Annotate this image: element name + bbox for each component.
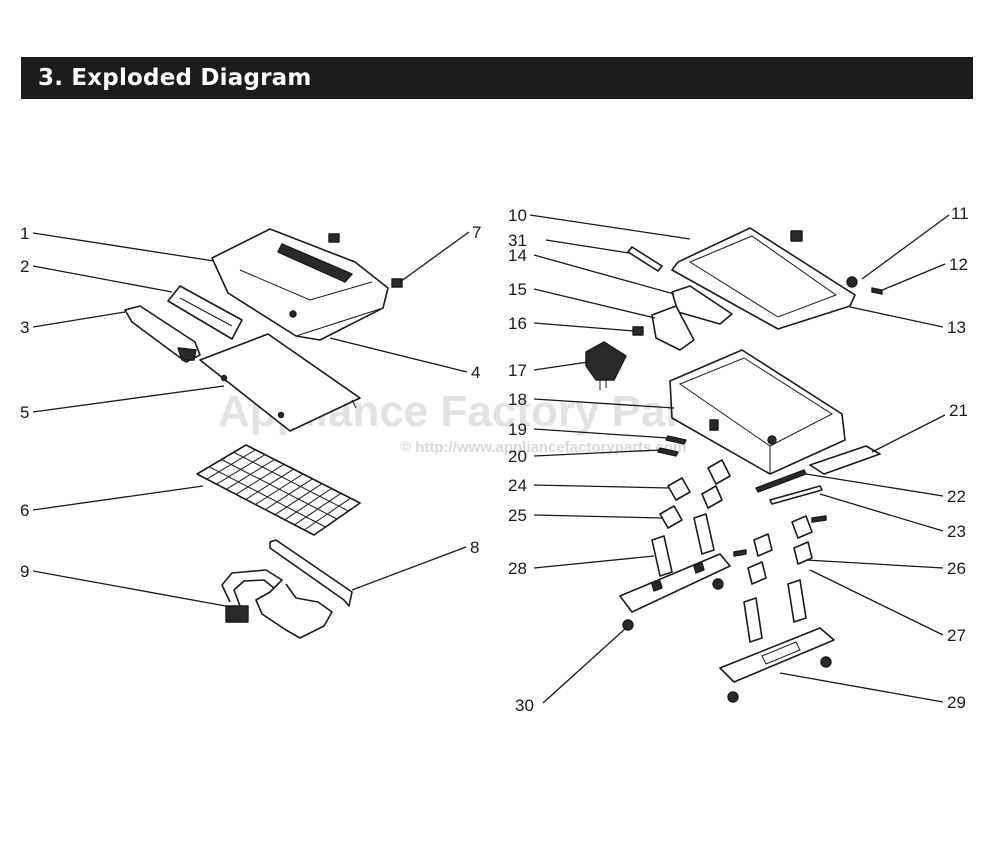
part-bezel	[651, 305, 695, 351]
part-tube-4	[787, 579, 807, 623]
part-tube-2	[693, 513, 715, 555]
callout-24: 24	[508, 476, 527, 495]
part-leg-bracket-3	[701, 485, 723, 509]
part-rubber-foot-4	[727, 691, 739, 703]
part-lid	[211, 228, 389, 341]
part-tube-3	[743, 597, 763, 643]
callout-7: 7	[472, 223, 481, 242]
callout-28: 28	[508, 559, 527, 578]
callout-10: 10	[508, 206, 527, 225]
callout-26: 26	[947, 559, 966, 578]
callout-11: 11	[951, 204, 969, 223]
section-header-bar: 3. Exploded Diagram	[21, 57, 973, 99]
part-tube	[651, 535, 673, 577]
callout-25: 25	[508, 506, 527, 525]
part-rubber-foot-3	[820, 656, 832, 668]
callout-20: 20	[508, 447, 527, 466]
callout-16: 16	[508, 314, 527, 333]
part-drip-tray	[809, 445, 881, 475]
callout-18: 18	[508, 390, 527, 409]
callout-23: 23	[947, 522, 966, 541]
callout-30: 30	[515, 696, 534, 715]
part-latch	[391, 278, 403, 288]
callout-19: 19	[508, 420, 527, 439]
part-rubber-foot	[622, 619, 634, 631]
part-knob	[632, 326, 644, 336]
part-leg-bracket-6	[753, 533, 773, 557]
callout-12: 12	[949, 255, 968, 274]
part-leg-bracket-2	[707, 459, 731, 485]
callout-2: 2	[20, 257, 29, 276]
part-screw	[665, 435, 687, 445]
section-title: 3. Exploded Diagram	[38, 65, 312, 91]
callout-14: 14	[508, 246, 527, 265]
callout-13: 13	[947, 318, 966, 337]
watermark-subtext: © http://www.appliancefactoryparts.com	[400, 439, 686, 456]
callout-1: 1	[20, 224, 29, 243]
part-front-foot	[719, 627, 835, 683]
callout-6: 6	[20, 501, 29, 520]
part-rail-upper	[755, 469, 807, 493]
part-thermostat	[585, 341, 627, 390]
part-clip-top	[328, 233, 340, 243]
callout-8: 8	[470, 538, 479, 557]
part-bracket	[269, 539, 353, 607]
callout-22: 22	[947, 487, 966, 506]
callout-9: 9	[20, 562, 29, 581]
part-leg-bracket-5	[791, 515, 813, 539]
callout-4: 4	[471, 363, 480, 382]
part-leg-bracket	[667, 477, 691, 501]
part-plate	[199, 333, 361, 432]
callout-15: 15	[508, 280, 527, 299]
part-heating-element	[221, 569, 333, 639]
part-handle-frame	[167, 285, 243, 340]
part-leg-bracket-8	[747, 561, 767, 585]
callout-31: 31	[508, 231, 527, 250]
part-base-housing	[669, 349, 846, 475]
callout-5: 5	[20, 403, 29, 422]
part-grill-grate	[196, 444, 361, 536]
callout-21: 21	[949, 401, 968, 420]
part-top-frame	[671, 227, 858, 330]
part-leg-bracket-4	[659, 505, 683, 529]
callout-3: 3	[20, 318, 29, 337]
callout-29: 29	[947, 693, 966, 712]
part-rail-lower	[769, 485, 823, 505]
part-rod	[627, 246, 663, 272]
callout-17: 17	[508, 361, 527, 380]
part-rubber-foot-2	[712, 578, 724, 590]
part-leg-bracket-7	[793, 541, 813, 565]
callout-27: 27	[947, 626, 966, 645]
leader-lines	[32, 214, 950, 704]
